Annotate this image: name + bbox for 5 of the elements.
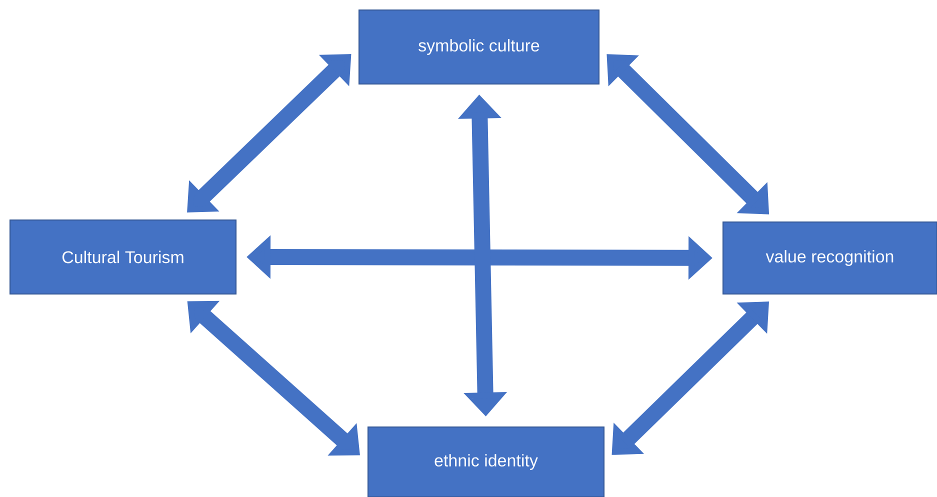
double-arrow xyxy=(187,54,352,212)
concept-box: value recognition xyxy=(722,222,937,294)
concept-box: ethnic identity xyxy=(368,426,604,497)
concept-box: Cultural Tourism xyxy=(10,220,236,294)
concept-box: symbolic culture xyxy=(358,10,600,84)
